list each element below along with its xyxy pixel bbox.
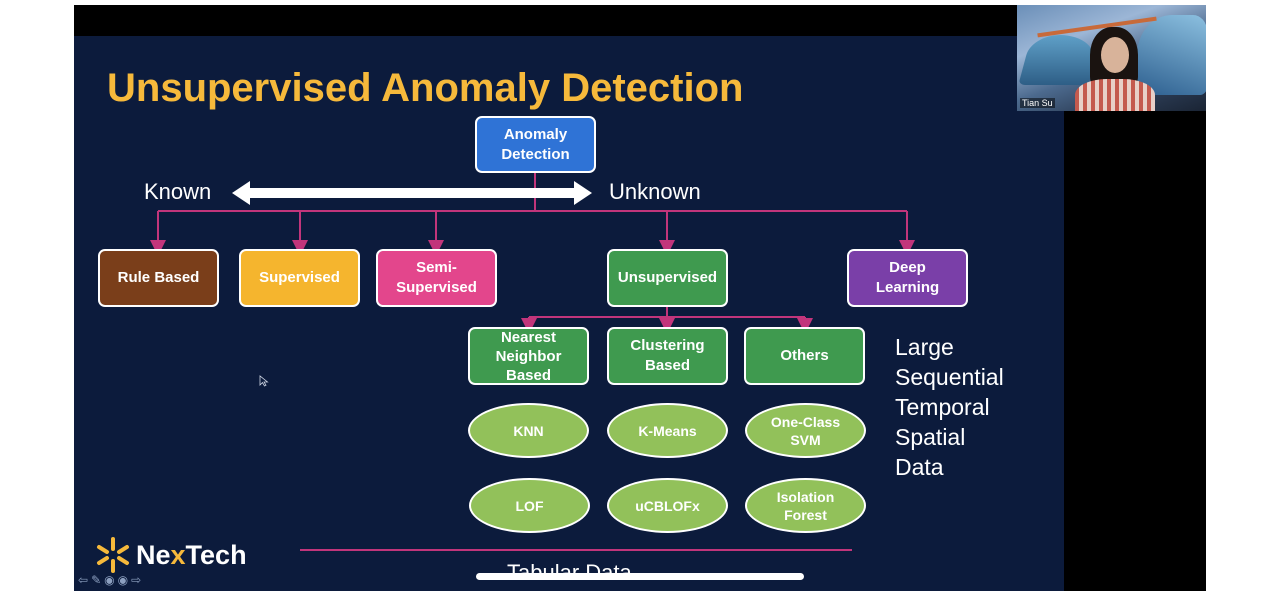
menu-icon[interactable]: ◉ [104, 573, 115, 587]
slide-title: Unsupervised Anomaly Detection [107, 66, 744, 110]
supervised-box: Supervised [239, 249, 360, 307]
unsupervised-box: Unsupervised [607, 249, 728, 307]
arrow-left-icon[interactable]: ⇦ [78, 573, 89, 587]
logo-wordmark: NexTech [136, 539, 247, 570]
side-text-line: Sequential [895, 364, 1004, 390]
cursor-icon [259, 375, 269, 387]
known-unknown-double-arrow [232, 181, 592, 205]
diagram-connectors [150, 173, 915, 334]
side-text-line: Data [895, 454, 944, 480]
presentation-slide: Unsupervised Anomaly Detection Anomaly D… [74, 36, 1064, 591]
top-black-bar [74, 5, 1017, 36]
presentation-toolbar: ⇦ ✎ ◉ ◉ ⇨ [78, 573, 141, 587]
kmeans-oval: K-Means [607, 403, 728, 458]
spark-icon [97, 537, 129, 573]
side-text-line: Temporal [895, 394, 990, 420]
semi-supervised-box: Semi- Supervised [376, 249, 497, 307]
participant-name-label: Tian Su [1020, 98, 1055, 108]
side-text-line: Spatial [895, 424, 966, 450]
footer-divider [300, 549, 852, 551]
participant-video[interactable]: Tian Su [1017, 5, 1206, 111]
nextech-logo: NexTech [94, 536, 247, 574]
unknown-label: Unknown [609, 179, 701, 204]
isolation-forest-oval: Isolation Forest [745, 478, 866, 533]
knn-oval: KNN [468, 403, 589, 458]
tabular-data-text: Tabular Data [507, 560, 632, 586]
rule-based-box: Rule Based [98, 249, 219, 307]
clustering-box: Clustering Based [607, 327, 728, 385]
others-box: Others [744, 327, 865, 385]
participant-body [1075, 79, 1155, 111]
known-label: Known [144, 179, 212, 204]
background-building [1137, 15, 1206, 95]
large-sequential-data-text: Large Sequential Temporal Spatial Data [895, 332, 1004, 482]
horizontal-scrollbar[interactable] [476, 573, 804, 580]
nearest-neighbor-box: Nearest Neighbor Based [468, 327, 589, 385]
one-class-svm-oval: One-Class SVM [745, 403, 866, 458]
right-black-panel [1064, 111, 1206, 591]
zoom-icon[interactable]: ◉ [117, 573, 129, 587]
deep-learning-box: Deep Learning [847, 249, 968, 307]
side-text-line: Large [895, 334, 954, 360]
lof-oval: LOF [469, 478, 590, 533]
pen-icon[interactable]: ✎ [91, 573, 102, 587]
participant-face [1101, 37, 1129, 73]
ucblofx-oval: uCBLOFx [607, 478, 728, 533]
arrow-right-icon[interactable]: ⇨ [131, 573, 142, 587]
anomaly-detection-box: Anomaly Detection [475, 116, 596, 173]
